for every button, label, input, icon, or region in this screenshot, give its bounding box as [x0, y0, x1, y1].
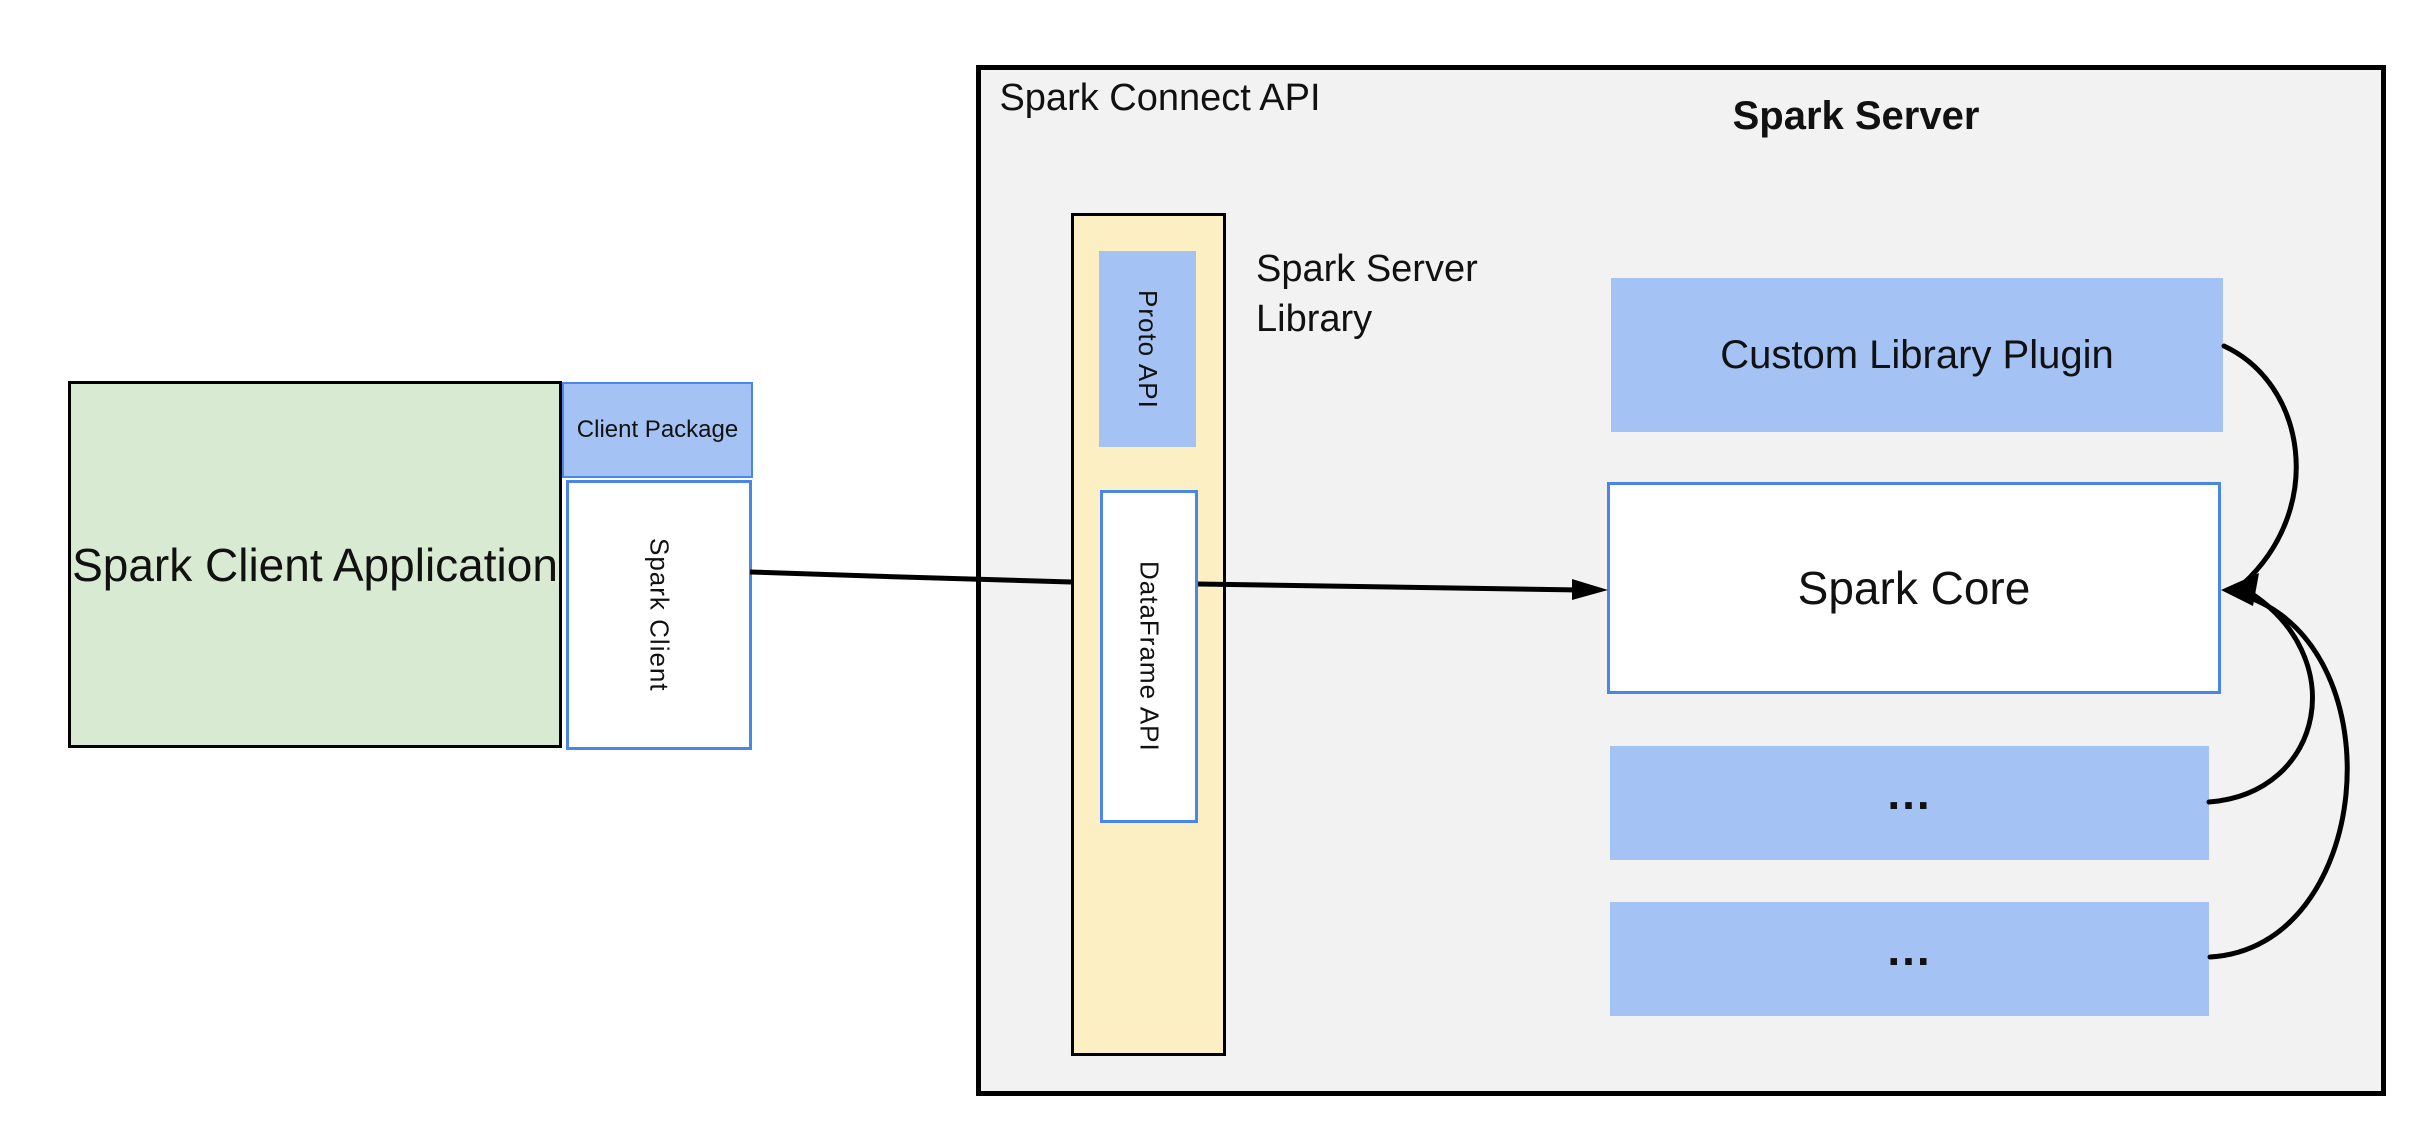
dataframe-api-label: DataFrame API: [1134, 561, 1165, 752]
node-proto-api: Proto API: [1099, 251, 1196, 447]
spark-connect-api-label: Spark Connect API: [999, 77, 1321, 119]
spark-core-label: Spark Core: [1797, 562, 2031, 614]
node-spark-client: Spark Client: [566, 480, 752, 750]
node-spark-client-application: Spark Client Application: [68, 381, 562, 748]
client-package-label: Client Package: [576, 416, 739, 443]
spark-server-title: Spark Server: [1732, 94, 1980, 138]
spark-server-library-label: Spark Server Library: [1256, 248, 1478, 340]
spark-client-application-label: Spark Client Application: [72, 538, 558, 591]
spark-client-label: Spark Client: [644, 538, 675, 692]
node-custom-library-plugin: Custom Library Plugin: [1611, 278, 2223, 432]
node-dataframe-api: DataFrame API: [1100, 490, 1198, 823]
node-spark-core: Spark Core: [1607, 482, 2221, 694]
node-client-package: Client Package: [562, 382, 753, 478]
node-plugin-slot-2: ...: [1610, 902, 2209, 1016]
proto-api-label: Proto API: [1133, 289, 1163, 409]
node-plugin-slot-1: ...: [1610, 746, 2209, 860]
custom-library-plugin-label: Custom Library Plugin: [1720, 332, 2114, 377]
